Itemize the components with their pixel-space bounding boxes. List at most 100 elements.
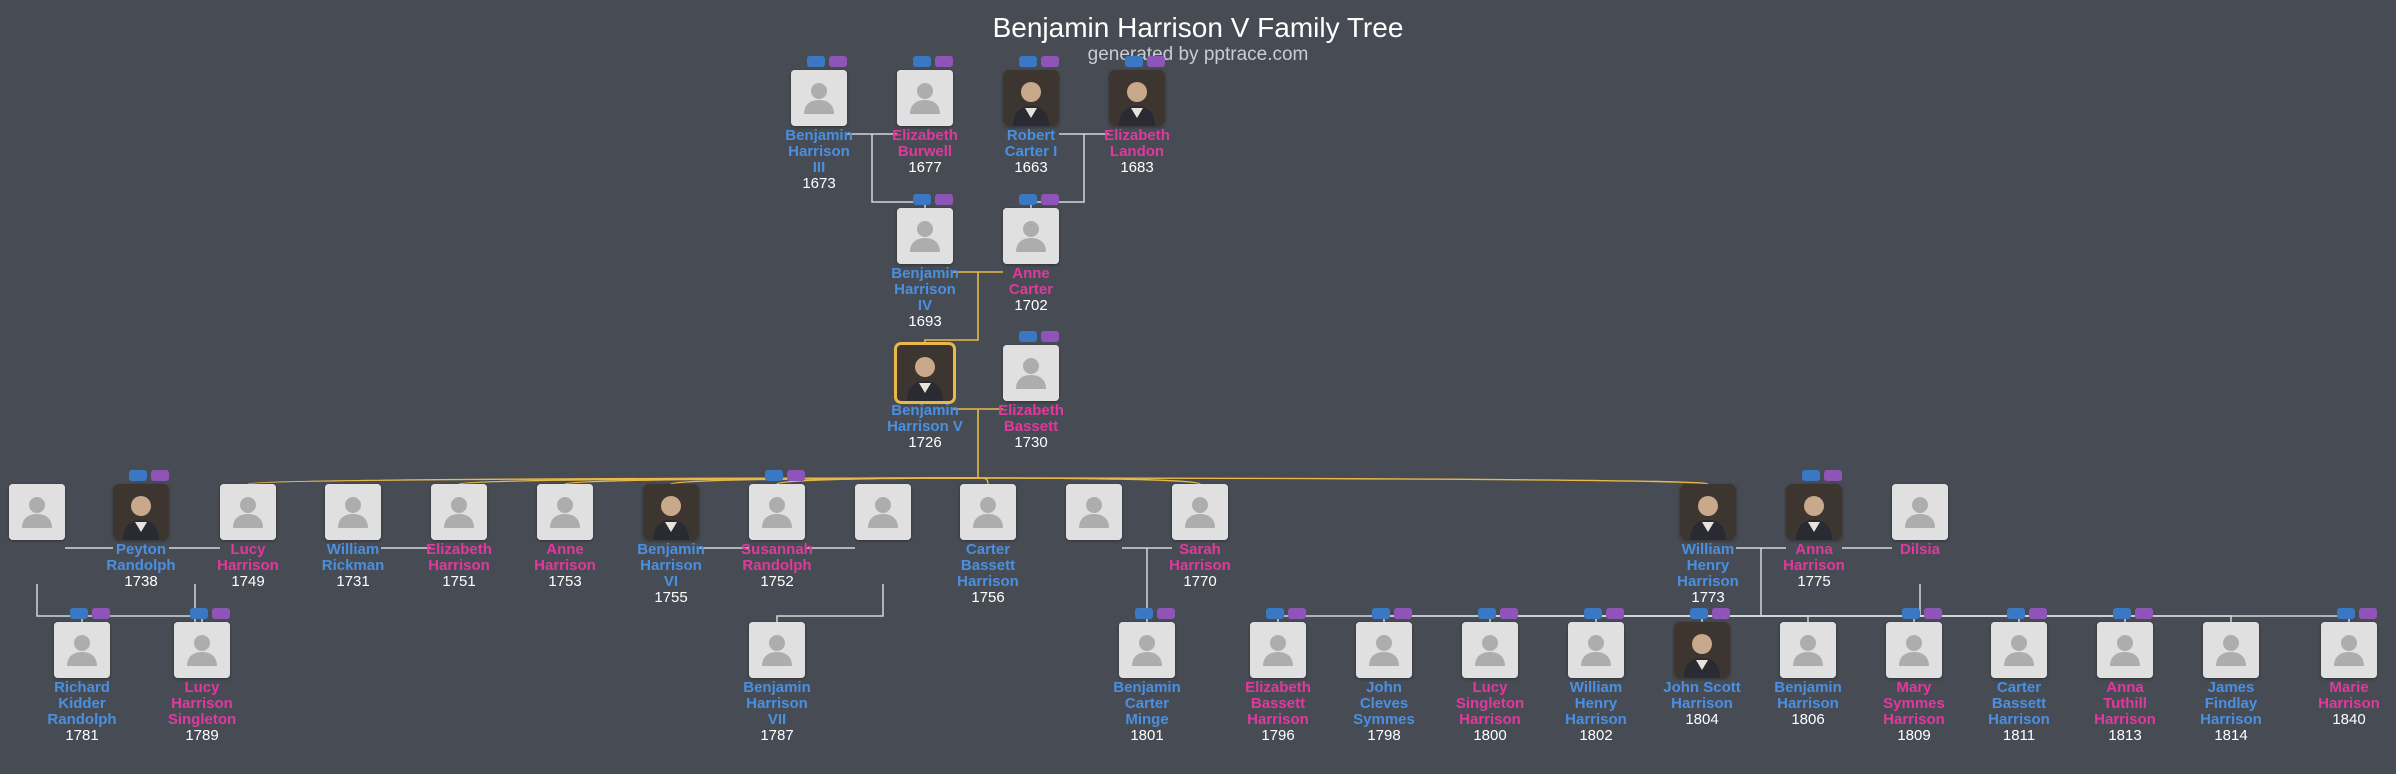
expand-spouse-icon[interactable] xyxy=(1041,331,1059,342)
expand-controls[interactable] xyxy=(2113,608,2157,620)
person-silhouette-icon[interactable] xyxy=(1892,484,1948,540)
portrait-photo[interactable] xyxy=(1003,70,1059,126)
person-silhouette-icon[interactable] xyxy=(1250,622,1306,678)
person-silhouette-icon[interactable] xyxy=(1568,622,1624,678)
expand-controls[interactable] xyxy=(913,56,957,68)
person-silhouette-icon[interactable] xyxy=(174,622,230,678)
expand-parents-icon[interactable] xyxy=(1019,331,1037,342)
person-silhouette-icon[interactable] xyxy=(855,484,911,540)
portrait-photo[interactable] xyxy=(1680,484,1736,540)
expand-spouse-icon[interactable] xyxy=(1824,470,1842,481)
expand-spouse-icon[interactable] xyxy=(92,608,110,619)
person-silhouette-icon[interactable] xyxy=(1356,622,1412,678)
expand-spouse-icon[interactable] xyxy=(1606,608,1624,619)
expand-parents-icon[interactable] xyxy=(1902,608,1920,619)
expand-parents-icon[interactable] xyxy=(1019,194,1037,205)
expand-parents-icon[interactable] xyxy=(1135,608,1153,619)
expand-controls[interactable] xyxy=(765,470,809,482)
portrait-photo[interactable] xyxy=(1786,484,1842,540)
expand-spouse-icon[interactable] xyxy=(1147,56,1165,67)
expand-parents-icon[interactable] xyxy=(1019,56,1037,67)
expand-parents-icon[interactable] xyxy=(1266,608,1284,619)
expand-spouse-icon[interactable] xyxy=(1924,608,1942,619)
person-silhouette-icon[interactable] xyxy=(537,484,593,540)
expand-controls[interactable] xyxy=(913,194,957,206)
expand-controls[interactable] xyxy=(1266,608,1310,620)
person-silhouette-icon[interactable] xyxy=(1780,622,1836,678)
portrait-photo[interactable] xyxy=(1109,70,1165,126)
person-silhouette-icon[interactable] xyxy=(2097,622,2153,678)
expand-parents-icon[interactable] xyxy=(765,470,783,481)
expand-spouse-icon[interactable] xyxy=(2135,608,2153,619)
expand-spouse-icon[interactable] xyxy=(935,194,953,205)
expand-controls[interactable] xyxy=(1902,608,1946,620)
expand-controls[interactable] xyxy=(2007,608,2051,620)
expand-controls[interactable] xyxy=(129,470,173,482)
expand-controls[interactable] xyxy=(1372,608,1416,620)
expand-controls[interactable] xyxy=(1019,331,1063,343)
person-silhouette-icon[interactable] xyxy=(220,484,276,540)
expand-parents-icon[interactable] xyxy=(2337,608,2355,619)
expand-spouse-icon[interactable] xyxy=(212,608,230,619)
expand-parents-icon[interactable] xyxy=(129,470,147,481)
expand-controls[interactable] xyxy=(1019,194,1063,206)
expand-controls[interactable] xyxy=(1802,470,1846,482)
person-silhouette-icon[interactable] xyxy=(1003,345,1059,401)
expand-spouse-icon[interactable] xyxy=(2359,608,2377,619)
person-silhouette-icon[interactable] xyxy=(2203,622,2259,678)
expand-spouse-icon[interactable] xyxy=(1288,608,1306,619)
expand-controls[interactable] xyxy=(1125,56,1169,68)
person-silhouette-icon[interactable] xyxy=(431,484,487,540)
person-silhouette-icon[interactable] xyxy=(1119,622,1175,678)
expand-parents-icon[interactable] xyxy=(1802,470,1820,481)
expand-spouse-icon[interactable] xyxy=(2029,608,2047,619)
person-silhouette-icon[interactable] xyxy=(2321,622,2377,678)
expand-parents-icon[interactable] xyxy=(1690,608,1708,619)
portrait-photo[interactable] xyxy=(897,345,953,401)
expand-parents-icon[interactable] xyxy=(1372,608,1390,619)
expand-parents-icon[interactable] xyxy=(2113,608,2131,619)
person-silhouette-icon[interactable] xyxy=(325,484,381,540)
expand-controls[interactable] xyxy=(1135,608,1179,620)
expand-parents-icon[interactable] xyxy=(913,56,931,67)
person-silhouette-icon[interactable] xyxy=(1991,622,2047,678)
expand-spouse-icon[interactable] xyxy=(151,470,169,481)
expand-parents-icon[interactable] xyxy=(2007,608,2025,619)
expand-spouse-icon[interactable] xyxy=(1041,194,1059,205)
person-silhouette-icon[interactable] xyxy=(749,622,805,678)
expand-spouse-icon[interactable] xyxy=(1394,608,1412,619)
expand-controls[interactable] xyxy=(2337,608,2381,620)
expand-spouse-icon[interactable] xyxy=(787,470,805,481)
person-silhouette-icon[interactable] xyxy=(791,70,847,126)
person-silhouette-icon[interactable] xyxy=(1066,484,1122,540)
expand-spouse-icon[interactable] xyxy=(1712,608,1730,619)
person-silhouette-icon[interactable] xyxy=(960,484,1016,540)
person-silhouette-icon[interactable] xyxy=(749,484,805,540)
expand-controls[interactable] xyxy=(1019,56,1063,68)
expand-parents-icon[interactable] xyxy=(807,56,825,67)
person-silhouette-icon[interactable] xyxy=(9,484,65,540)
expand-spouse-icon[interactable] xyxy=(829,56,847,67)
person-silhouette-icon[interactable] xyxy=(1462,622,1518,678)
portrait-photo[interactable] xyxy=(1674,622,1730,678)
expand-spouse-icon[interactable] xyxy=(1157,608,1175,619)
expand-controls[interactable] xyxy=(70,608,114,620)
person-silhouette-icon[interactable] xyxy=(1886,622,1942,678)
person-silhouette-icon[interactable] xyxy=(54,622,110,678)
expand-controls[interactable] xyxy=(1690,608,1734,620)
expand-spouse-icon[interactable] xyxy=(1500,608,1518,619)
expand-parents-icon[interactable] xyxy=(913,194,931,205)
person-silhouette-icon[interactable] xyxy=(897,208,953,264)
person-silhouette-icon[interactable] xyxy=(1172,484,1228,540)
expand-parents-icon[interactable] xyxy=(70,608,88,619)
expand-controls[interactable] xyxy=(807,56,851,68)
expand-controls[interactable] xyxy=(1584,608,1628,620)
person-silhouette-icon[interactable] xyxy=(897,70,953,126)
portrait-photo[interactable] xyxy=(113,484,169,540)
expand-spouse-icon[interactable] xyxy=(1041,56,1059,67)
portrait-photo[interactable] xyxy=(643,484,699,540)
person-silhouette-icon[interactable] xyxy=(1003,208,1059,264)
expand-parents-icon[interactable] xyxy=(1478,608,1496,619)
expand-parents-icon[interactable] xyxy=(1584,608,1602,619)
expand-parents-icon[interactable] xyxy=(1125,56,1143,67)
